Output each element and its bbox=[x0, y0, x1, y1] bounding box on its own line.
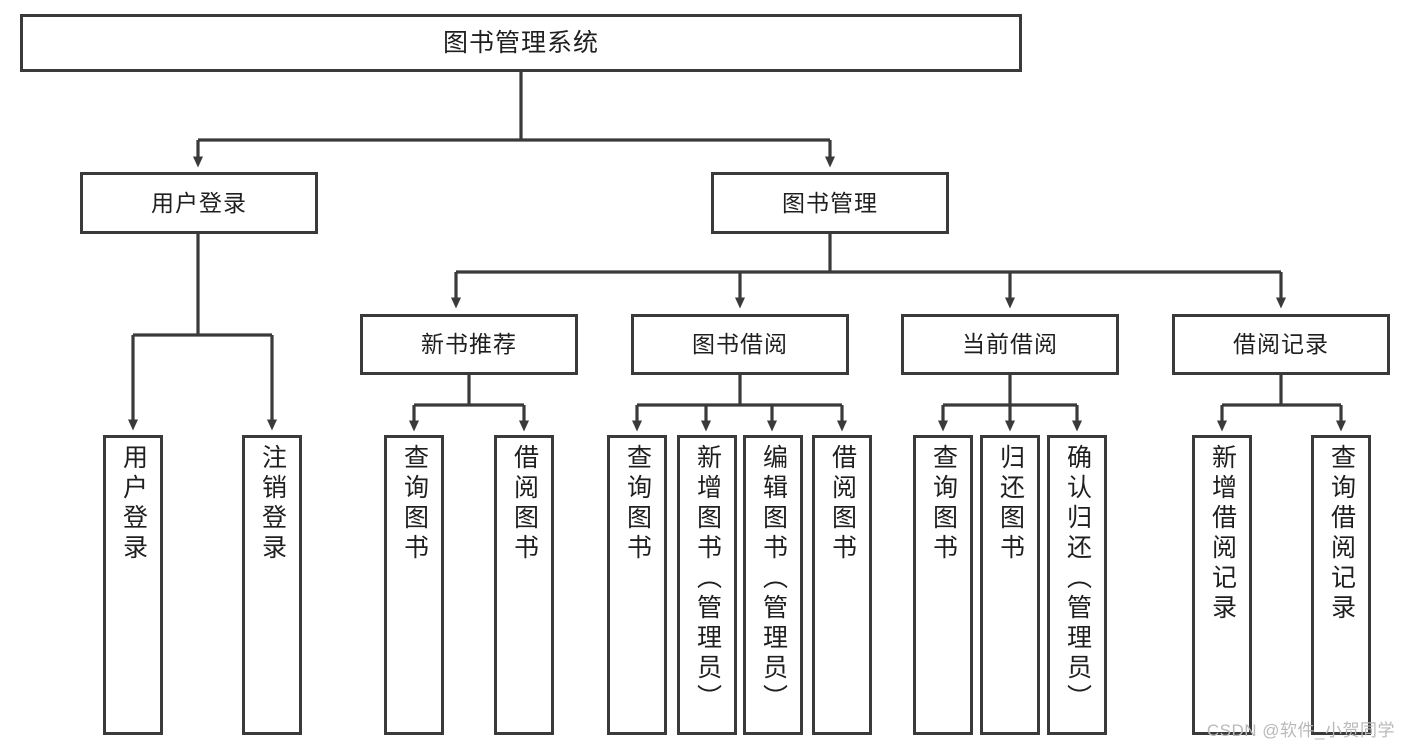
leaf-logout[interactable]: 注销登录 bbox=[242, 435, 302, 735]
node-current-borrow[interactable]: 当前借阅 bbox=[901, 314, 1119, 375]
node-label: 当前借阅 bbox=[962, 331, 1058, 358]
node-label: 编辑图书（管理员） bbox=[759, 444, 788, 714]
node-label: 新书推荐 bbox=[421, 331, 517, 358]
node-label: 图书管理 bbox=[782, 189, 878, 216]
node-label: 借阅图书 bbox=[510, 444, 539, 564]
leaf-borrow-borrow-book[interactable]: 借阅图书 bbox=[812, 435, 872, 735]
node-label: 注销登录 bbox=[258, 444, 287, 564]
node-label: 查询借阅记录 bbox=[1327, 444, 1356, 624]
node-label: 确认归还（管理员） bbox=[1063, 444, 1092, 714]
node-root-system[interactable]: 图书管理系统 bbox=[20, 14, 1022, 72]
node-label: 借阅记录 bbox=[1233, 331, 1329, 358]
leaf-current-return-book[interactable]: 归还图书 bbox=[980, 435, 1040, 735]
node-label: 图书借阅 bbox=[692, 331, 788, 358]
node-label: 查询图书 bbox=[400, 444, 429, 564]
leaf-record-query-record[interactable]: 查询借阅记录 bbox=[1311, 435, 1371, 735]
leaf-user-login[interactable]: 用户登录 bbox=[103, 435, 163, 735]
leaf-current-query-book[interactable]: 查询图书 bbox=[913, 435, 973, 735]
node-label: 新增借阅记录 bbox=[1208, 444, 1237, 624]
node-book-borrow[interactable]: 图书借阅 bbox=[631, 314, 849, 375]
node-label: 图书管理系统 bbox=[442, 28, 599, 57]
node-new-book-recommend[interactable]: 新书推荐 bbox=[360, 314, 578, 375]
leaf-borrow-query-book[interactable]: 查询图书 bbox=[607, 435, 667, 735]
node-label: 新增图书（管理员） bbox=[693, 444, 722, 714]
node-borrow-record[interactable]: 借阅记录 bbox=[1172, 314, 1390, 375]
leaf-recommend-borrow-book[interactable]: 借阅图书 bbox=[494, 435, 554, 735]
node-label: 查询图书 bbox=[623, 444, 652, 564]
leaf-borrow-edit-book-admin[interactable]: 编辑图书（管理员） bbox=[743, 435, 803, 735]
node-book-management[interactable]: 图书管理 bbox=[711, 172, 949, 234]
node-label: 查询图书 bbox=[929, 444, 958, 564]
csdn-watermark: CSDN @软件_小贺同学 bbox=[1206, 721, 1395, 740]
leaf-record-add-record[interactable]: 新增借阅记录 bbox=[1192, 435, 1252, 735]
node-label: 用户登录 bbox=[119, 444, 148, 564]
node-label: 用户登录 bbox=[151, 189, 247, 216]
node-label: 归还图书 bbox=[996, 444, 1025, 564]
node-label: 借阅图书 bbox=[828, 444, 857, 564]
node-user-login[interactable]: 用户登录 bbox=[80, 172, 318, 234]
leaf-recommend-query-book[interactable]: 查询图书 bbox=[384, 435, 444, 735]
leaf-current-confirm-return-admin[interactable]: 确认归还（管理员） bbox=[1047, 435, 1107, 735]
leaf-borrow-add-book-admin[interactable]: 新增图书（管理员） bbox=[677, 435, 737, 735]
